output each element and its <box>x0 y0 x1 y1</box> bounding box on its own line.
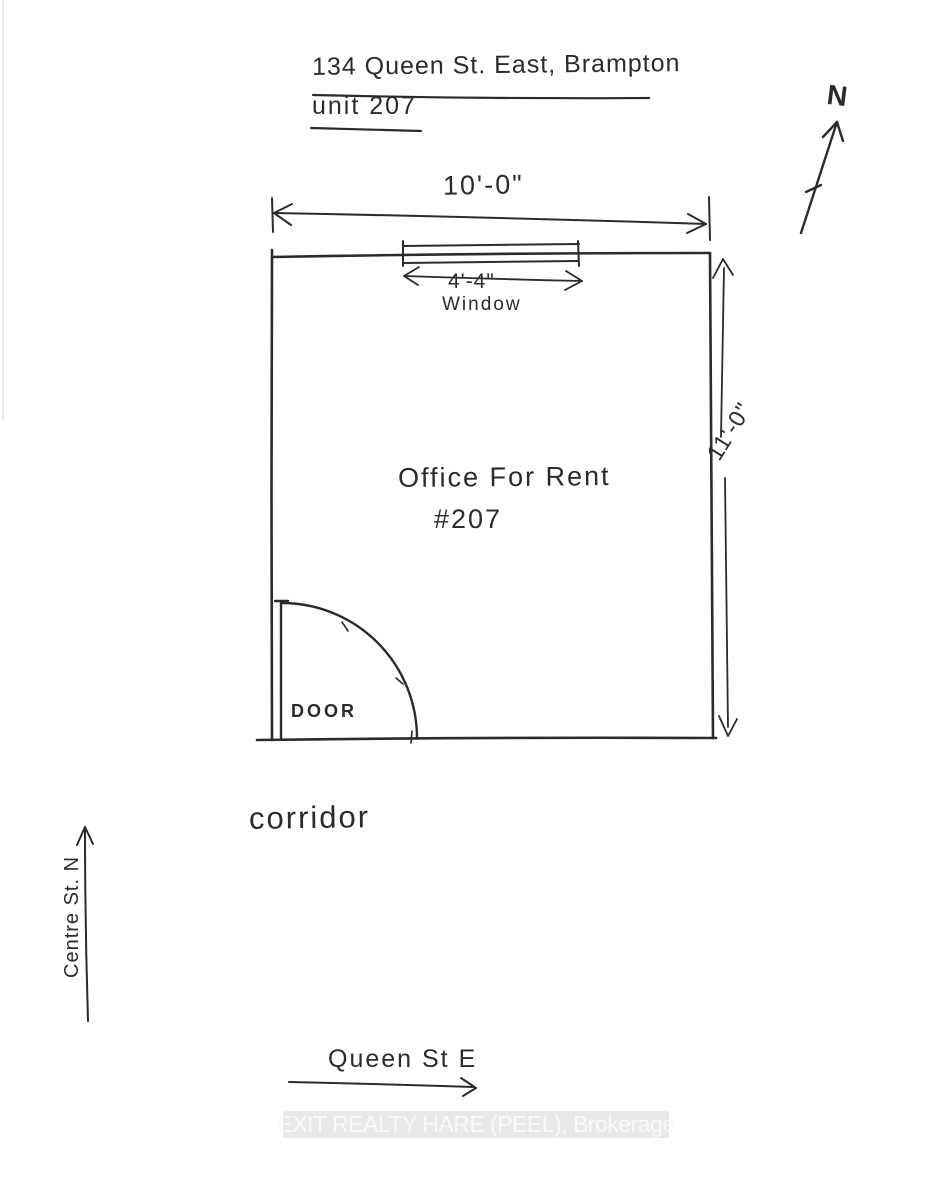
width-dimension-label: 10'-0" <box>442 169 525 201</box>
width-dimension-arrow <box>271 196 711 241</box>
window-dimension-label: 4'-4" <box>448 270 495 293</box>
room-walls <box>255 248 718 742</box>
north-arrow <box>799 120 845 235</box>
corridor-label: corridor <box>248 799 371 836</box>
unit-number-label: #207 <box>434 504 503 534</box>
height-dimension-arrow <box>712 258 738 737</box>
queen-street-label: Queen St E <box>328 1045 478 1073</box>
centre-street-arrow <box>76 826 94 1022</box>
address-underlines <box>309 93 651 133</box>
address-line-2: unit 207 <box>312 92 417 120</box>
room-name-label: Office For Rent <box>397 461 611 493</box>
door-swing <box>273 599 419 744</box>
queen-street-arrow <box>288 1077 477 1097</box>
window <box>402 240 580 267</box>
north-label: N <box>825 78 850 113</box>
door-label: DOOR <box>291 701 357 721</box>
window-label: Window <box>442 294 522 315</box>
brokerage-watermark-text: EXIT REALTY HARE (PEEL), Brokerage <box>277 1111 675 1137</box>
brokerage-watermark: EXIT REALTY HARE (PEEL), Brokerage <box>277 1111 675 1138</box>
centre-street-label: Centre St. N <box>61 855 83 978</box>
address-line-1: 134 Queen St. East, Brampton <box>311 49 681 81</box>
window-dimension-arrow <box>403 266 583 291</box>
